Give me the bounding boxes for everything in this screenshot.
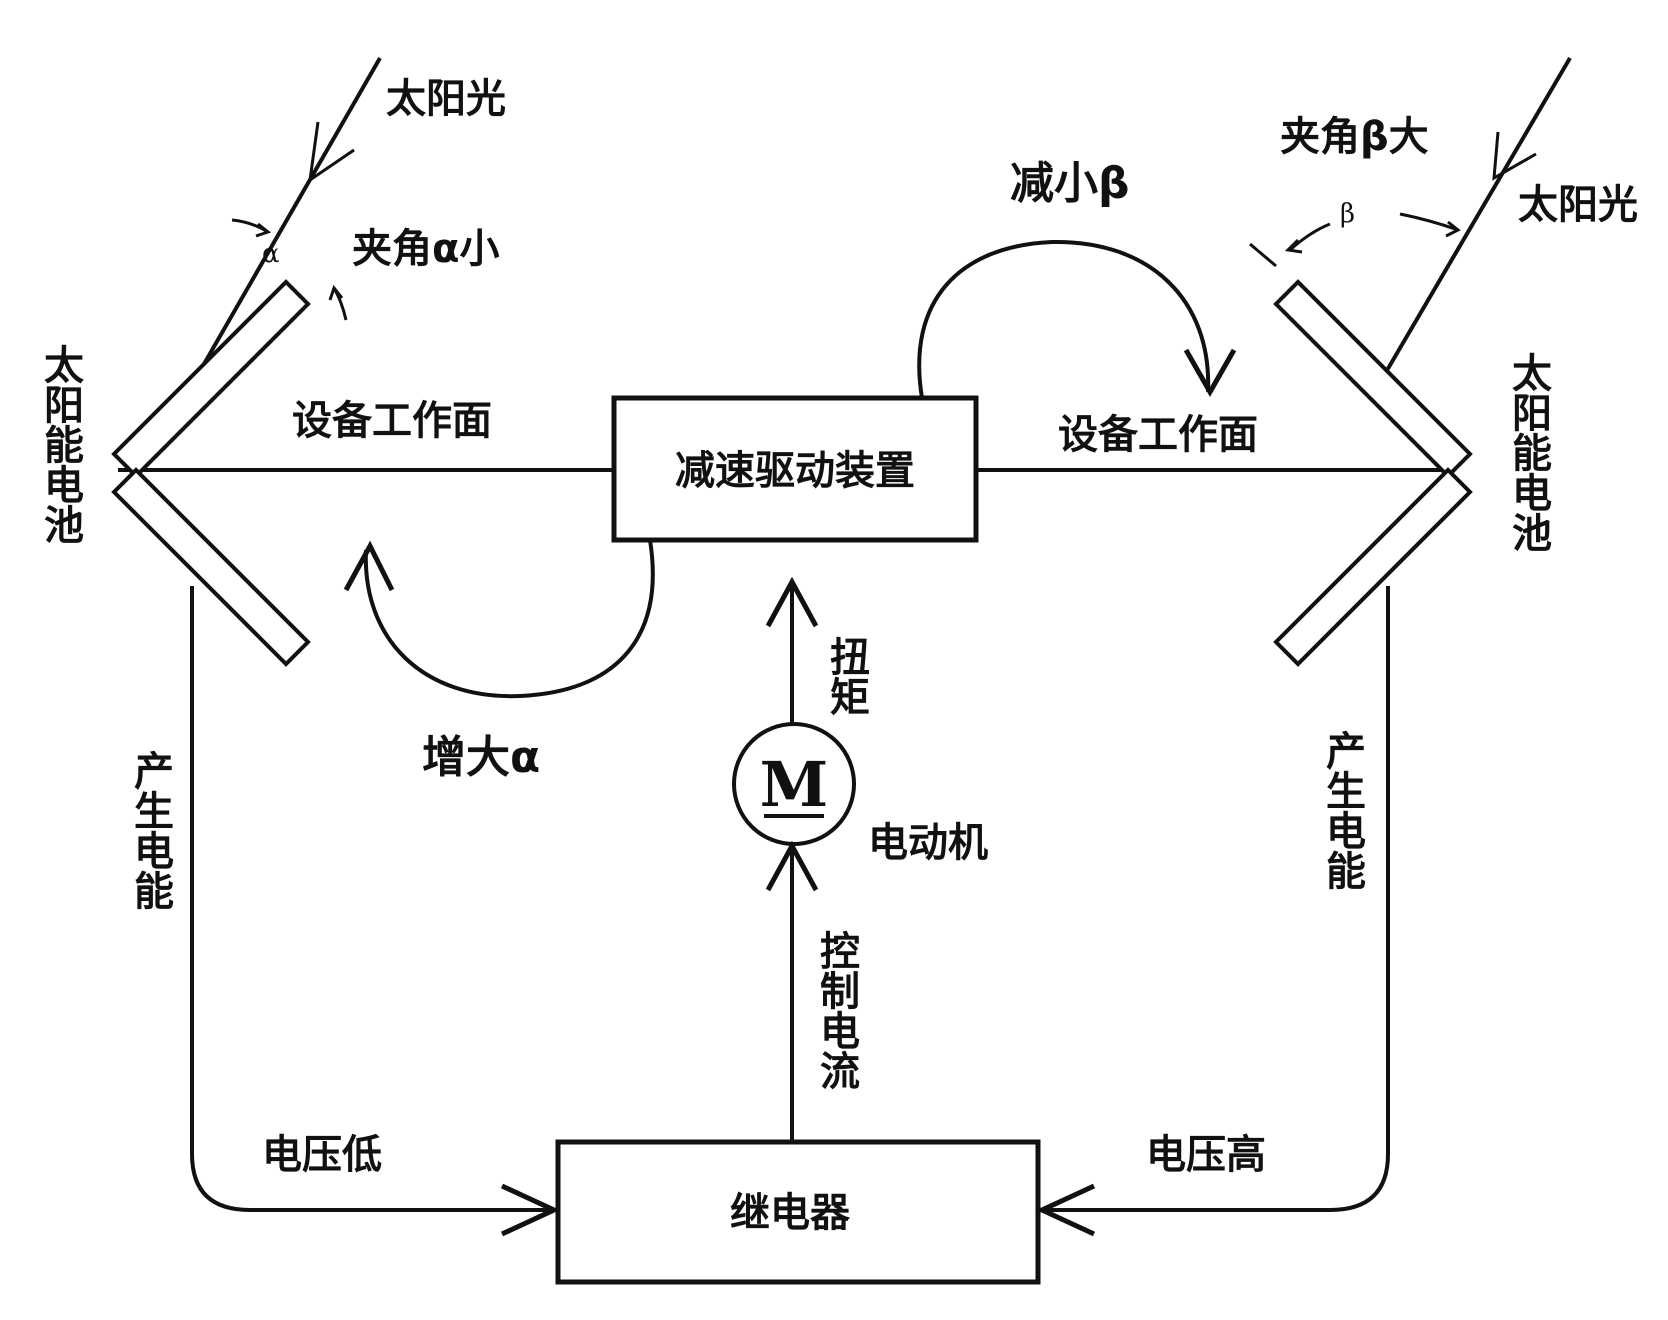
- motor-symbol: M: [760, 748, 829, 821]
- work-surface-label-left: 设备工作面: [292, 398, 492, 444]
- increase-alpha-arc: [363, 539, 655, 699]
- power-wire-right: [1042, 586, 1390, 1212]
- decrease-beta-arrowhead: [1183, 348, 1237, 398]
- relay-box: [555, 1139, 1041, 1285]
- angle-alpha-small-label: 夹角α小: [352, 226, 499, 272]
- decrease-beta-arc: [917, 239, 1211, 399]
- power-wire-left: [190, 586, 554, 1212]
- work-surface-label-right: 设备工作面: [1058, 412, 1258, 458]
- torque-label: 扭矩: [823, 636, 869, 716]
- solar-cell-label-left: 太阳能电池: [37, 344, 83, 544]
- solar-panel-right-lower: [1273, 467, 1473, 667]
- reducer-box: [611, 395, 979, 543]
- generate-power-label-right: 产生电能: [1319, 730, 1365, 890]
- beta-reference-line: [1249, 242, 1277, 268]
- beta-angle-arc-left: [1288, 222, 1331, 252]
- solar-panel-left: [111, 279, 311, 667]
- power-wire-left-arrowhead: [500, 1183, 560, 1237]
- motor-label: 电动机: [868, 820, 988, 866]
- alpha-angle-arc-lower: [332, 287, 348, 321]
- control-current-label: 控制电流: [813, 930, 859, 1090]
- increase-alpha-arrowhead: [343, 540, 395, 592]
- control-current-arrowhead: [765, 840, 819, 892]
- sunlight-label-right: 太阳光: [1518, 182, 1638, 228]
- decrease-beta-label: 减小β: [1010, 158, 1130, 209]
- alpha-angle-arrow-upper: [255, 222, 272, 238]
- solar-panel-right: [1273, 279, 1473, 667]
- power-wire-right-arrowhead: [1036, 1183, 1096, 1237]
- generate-power-label-left: 产生电能: [127, 750, 173, 910]
- voltage-low-label: 电压低: [262, 1132, 382, 1178]
- torque-arrowhead: [765, 576, 819, 628]
- alpha-symbol: α: [262, 239, 280, 269]
- sunlight-label-left: 太阳光: [386, 76, 506, 122]
- sunlight-ray-right: [1384, 56, 1572, 374]
- alpha-angle-arrow-lower: [328, 284, 344, 301]
- solar-cell-label-right: 太阳能电池: [1505, 352, 1551, 552]
- voltage-high-label: 电压高: [1146, 1132, 1266, 1178]
- solar-panel-left-upper: [111, 279, 311, 479]
- solar-panel-right-upper: [1273, 279, 1473, 479]
- beta-symbol: β: [1340, 199, 1355, 229]
- beta-angle-arrow-left: [1284, 238, 1303, 254]
- sunlight-ray-right-arrowhead: [1492, 131, 1537, 181]
- relay-label: 继电器: [730, 1190, 851, 1236]
- angle-beta-large-label: 夹角β大: [1280, 114, 1429, 160]
- reducer-label: 减速驱动装置: [675, 448, 915, 494]
- sunlight-ray-left: [202, 57, 382, 365]
- beta-angle-arc-right: [1399, 212, 1459, 232]
- solar-panel-left-lower: [111, 467, 311, 667]
- beta-angle-arrow-right: [1445, 220, 1461, 238]
- increase-alpha-label: 增大α: [422, 732, 540, 783]
- sunlight-ray-left-arrowhead: [308, 121, 355, 184]
